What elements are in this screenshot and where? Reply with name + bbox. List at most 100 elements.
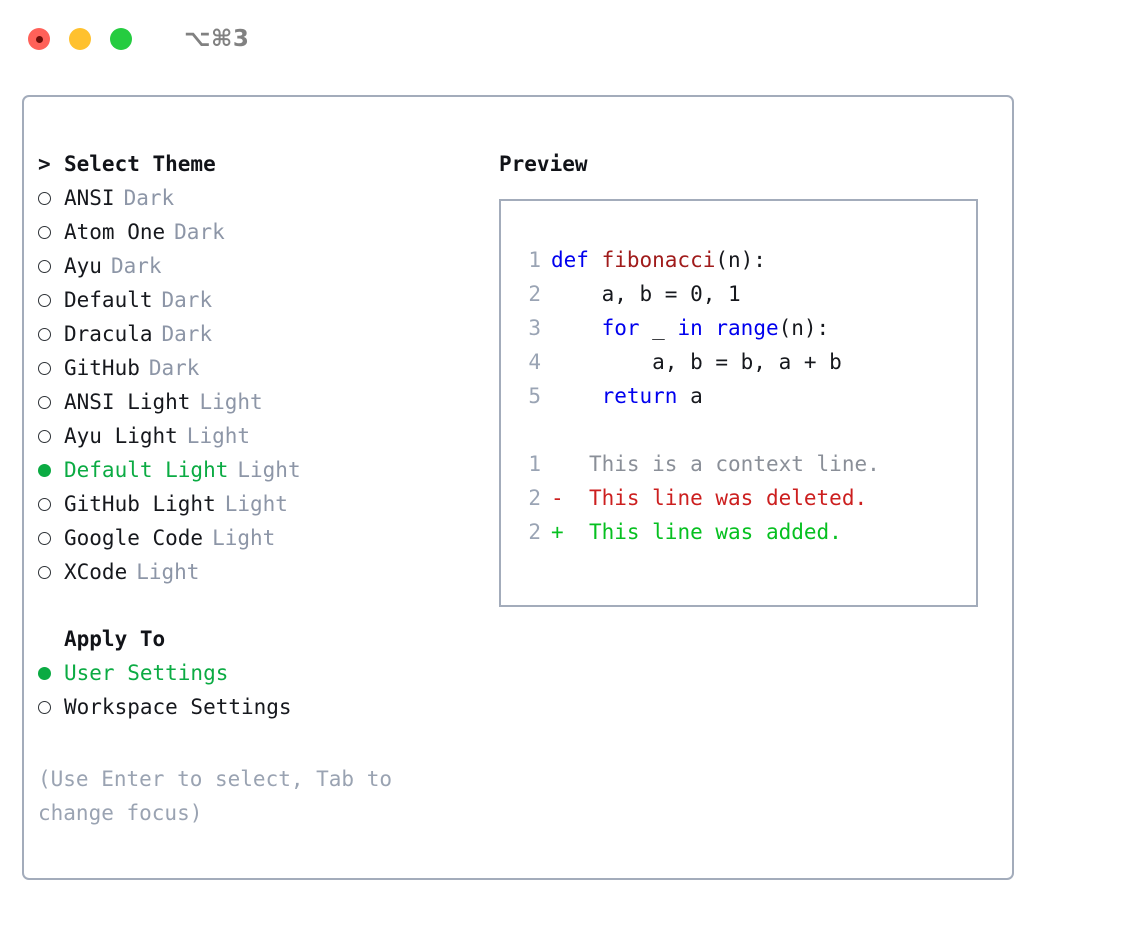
- theme-variant-tag: Light: [186, 424, 251, 448]
- radio-unselected-icon[interactable]: [38, 385, 64, 419]
- code-token: range: [715, 316, 779, 340]
- diff-line-deleted: 2 - This line was deleted.: [513, 481, 976, 515]
- radio-unselected-icon[interactable]: [38, 487, 64, 521]
- theme-name: GitHub Light: [64, 492, 216, 516]
- theme-picker-column: > Select Theme ANSI Dark Atom One Dark A…: [38, 147, 488, 724]
- select-theme-title: Select Theme: [64, 152, 216, 176]
- caret-icon: >: [38, 152, 51, 176]
- radio-unselected-icon[interactable]: [38, 215, 64, 249]
- theme-option-default-light[interactable]: Default Light Light: [38, 453, 488, 487]
- theme-name: XCode: [64, 560, 128, 584]
- theme-variant-tag: Light: [136, 560, 200, 584]
- theme-variant-tag: Light: [224, 492, 288, 516]
- apply-option-label: User Settings: [64, 661, 229, 685]
- diff-line-context: 1 This is a context line.: [513, 447, 976, 481]
- code-content: for _ in range(n):: [551, 311, 830, 345]
- diff-spacer: [564, 515, 589, 549]
- diff-sign: +: [551, 520, 564, 544]
- code-line: 2 a, b = 0, 1: [513, 277, 976, 311]
- code-token: return: [601, 384, 678, 408]
- code-content: def fibonacci(n):: [551, 243, 766, 277]
- theme-option-google-code-light[interactable]: Google Code Light: [38, 521, 488, 555]
- diff-text: This line was added.: [588, 520, 842, 544]
- apply-to-title: Apply To: [64, 627, 166, 651]
- theme-option-github-dark[interactable]: GitHub Dark: [38, 351, 488, 385]
- diff-line-added: 2 + This line was added.: [513, 515, 976, 549]
- radio-unselected-icon[interactable]: [38, 351, 64, 385]
- select-theme-header: > Select Theme: [38, 147, 488, 181]
- line-number: 1: [528, 248, 541, 272]
- theme-option-ansi-light[interactable]: ANSI Light Light: [38, 385, 488, 419]
- blank-separator: [513, 413, 976, 447]
- line-number: 4: [528, 350, 541, 374]
- apply-option-workspace-settings[interactable]: Workspace Settings: [38, 690, 488, 724]
- apply-option-label: Workspace Settings: [64, 695, 292, 719]
- code-token: (n):: [715, 248, 766, 272]
- theme-name: Ayu: [64, 254, 102, 278]
- theme-variant-tag: Light: [237, 458, 301, 482]
- code-line: 4 a, b = b, a + b: [513, 345, 976, 379]
- diff-text: This line was deleted.: [588, 486, 868, 510]
- code-token: a: [677, 384, 703, 408]
- radio-unselected-icon[interactable]: [38, 283, 64, 317]
- theme-name: GitHub: [64, 356, 140, 380]
- code-token: _: [639, 316, 678, 340]
- radio-unselected-icon[interactable]: [38, 419, 64, 453]
- code-content: a, b = b, a + b: [551, 350, 842, 374]
- radio-unselected-icon[interactable]: [38, 521, 64, 555]
- code-token: [551, 384, 602, 408]
- code-content: return a: [551, 379, 703, 413]
- theme-variant-tag: Dark: [161, 288, 213, 312]
- line-number: 2: [528, 520, 541, 544]
- theme-option-dracula-dark[interactable]: Dracula Dark: [38, 317, 488, 351]
- radio-unselected-icon[interactable]: [38, 555, 64, 589]
- theme-variant-tag: Dark: [110, 254, 162, 278]
- code-token: [551, 316, 602, 340]
- radio-unselected-icon[interactable]: [38, 690, 64, 724]
- preview-title: Preview: [499, 152, 588, 176]
- diff-text: This is a context line.: [588, 452, 880, 476]
- theme-variant-tag: Dark: [174, 220, 225, 244]
- theme-variant-tag: Light: [212, 526, 276, 550]
- theme-variant-tag: Dark: [161, 322, 213, 346]
- theme-name: Default Light: [64, 458, 229, 482]
- keyboard-hint-text: (Use Enter to select, Tab to change focu…: [38, 767, 405, 825]
- theme-option-ansi-dark[interactable]: ANSI Dark: [38, 181, 488, 215]
- main-panel: > Select Theme ANSI Dark Atom One Dark A…: [22, 95, 1014, 880]
- theme-name: Atom One: [64, 220, 166, 244]
- radio-unselected-icon[interactable]: [38, 181, 64, 215]
- code-token: (n):: [778, 316, 830, 340]
- theme-option-github-light[interactable]: GitHub Light Light: [38, 487, 488, 521]
- theme-name: ANSI: [64, 186, 115, 210]
- apply-to-header: Apply To: [38, 622, 488, 656]
- theme-option-ayu-dark[interactable]: Ayu Dark: [38, 249, 488, 283]
- theme-variant-tag: Light: [199, 390, 263, 414]
- radio-selected-icon[interactable]: [38, 656, 64, 690]
- theme-option-atom-one-dark[interactable]: Atom One Dark: [38, 215, 488, 249]
- minimize-button[interactable]: [69, 28, 91, 50]
- close-button[interactable]: [28, 28, 50, 50]
- radio-unselected-icon[interactable]: [38, 317, 64, 351]
- code-content: a, b = 0, 1: [551, 282, 741, 306]
- diff-sign: [551, 447, 564, 481]
- apply-option-user-settings[interactable]: User Settings: [38, 656, 488, 690]
- theme-variant-tag: Dark: [148, 356, 200, 380]
- theme-name: Google Code: [64, 526, 204, 550]
- radio-selected-icon[interactable]: [38, 453, 64, 487]
- code-line: 3 for _ in range(n):: [513, 311, 976, 345]
- theme-option-default-dark[interactable]: Default Dark: [38, 283, 488, 317]
- theme-name: ANSI Light: [64, 390, 191, 414]
- line-number: 2: [528, 486, 541, 510]
- radio-unselected-icon[interactable]: [38, 249, 64, 283]
- maximize-button[interactable]: [110, 28, 132, 50]
- theme-option-xcode-light[interactable]: XCode Light: [38, 555, 488, 589]
- theme-name: Ayu Light: [64, 424, 178, 448]
- code-token: for: [601, 316, 640, 340]
- line-number: 5: [528, 384, 541, 408]
- window-controls: [28, 28, 132, 50]
- code-token: in: [677, 316, 716, 340]
- theme-name: Dracula: [64, 322, 153, 346]
- theme-option-ayu-light[interactable]: Ayu Light Light: [38, 419, 488, 453]
- code-line: 5 return a: [513, 379, 976, 413]
